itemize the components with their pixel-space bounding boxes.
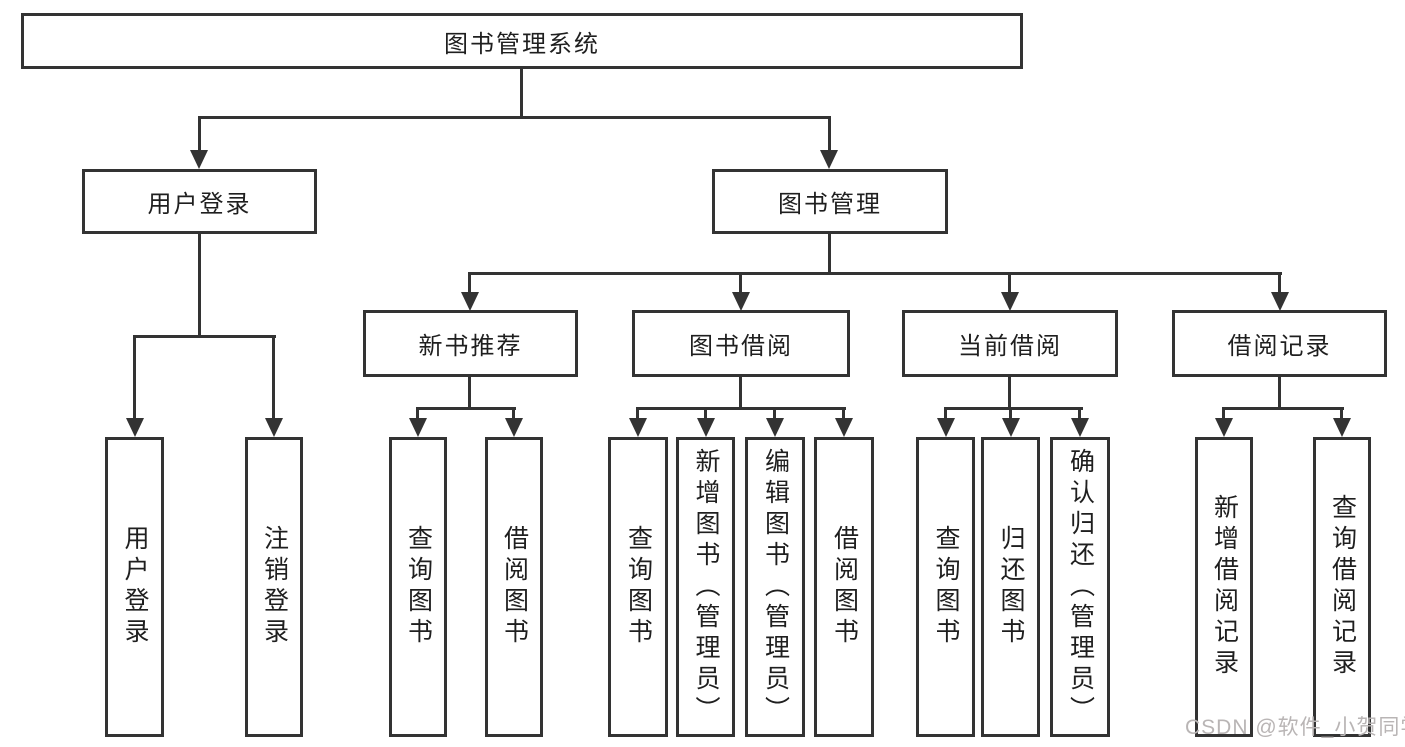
node-bb-query-book-label: 查询图书 xyxy=(624,525,653,649)
node-cb-query-book-label: 查询图书 xyxy=(932,525,960,649)
node-br-query-record: 查询借阅记录 xyxy=(1313,437,1371,737)
connector-line xyxy=(468,272,1282,275)
arrow-down-icon xyxy=(409,418,427,437)
node-book-management: 图书管理 xyxy=(712,169,948,234)
arrow-down-icon xyxy=(732,292,750,311)
connector-line xyxy=(1278,272,1281,294)
node-br-query-record-label: 查询借阅记录 xyxy=(1328,494,1357,680)
node-cb-return-book: 归还图书 xyxy=(981,437,1040,737)
node-current-borrowing-label: 当前借阅 xyxy=(958,333,1062,360)
connector-line xyxy=(468,377,471,410)
node-bb-borrow-book-label: 借阅图书 xyxy=(830,525,859,649)
node-root: 图书管理系统 xyxy=(21,13,1023,69)
node-logout-label: 注销登录 xyxy=(260,525,289,649)
arrow-down-icon xyxy=(1001,292,1019,311)
arrow-down-icon xyxy=(820,150,838,169)
node-bb-edit-book: 编辑图书（管理员） xyxy=(745,437,805,737)
connector-line xyxy=(1008,272,1011,294)
node-borrow-records-label: 借阅记录 xyxy=(1227,333,1332,360)
node-cb-query-book: 查询图书 xyxy=(916,437,975,737)
connector-line xyxy=(1222,407,1344,410)
node-cb-return-book-label: 归还图书 xyxy=(997,525,1025,649)
node-user-login-group-label: 用户登录 xyxy=(147,191,252,218)
arrow-down-icon xyxy=(937,418,955,437)
arrow-down-icon xyxy=(1333,418,1351,437)
connector-line xyxy=(512,407,515,421)
node-nbr-query-book: 查询图书 xyxy=(389,437,447,737)
node-bb-edit-book-label: 编辑图书（管理员） xyxy=(761,447,790,727)
connector-line xyxy=(198,116,201,152)
arrow-down-icon xyxy=(766,418,784,437)
node-cb-confirm-return-label: 确认归还（管理员） xyxy=(1066,447,1095,727)
arrow-down-icon xyxy=(461,292,479,311)
node-new-book-recommend-label: 新书推荐 xyxy=(418,333,523,360)
arrow-down-icon xyxy=(1271,292,1289,311)
node-book-borrowing: 图书借阅 xyxy=(632,310,850,377)
connector-line xyxy=(1009,407,1012,421)
connector-line xyxy=(133,335,136,419)
node-bb-add-book-label: 新增图书（管理员） xyxy=(692,447,720,727)
connector-line xyxy=(828,116,831,152)
connector-line xyxy=(1340,407,1343,421)
arrow-down-icon xyxy=(835,418,853,437)
node-book-borrowing-label: 图书借阅 xyxy=(689,333,793,360)
watermark: CSDN @软件_小贺同学 xyxy=(1185,716,1405,739)
node-br-add-record: 新增借阅记录 xyxy=(1195,437,1253,737)
connector-line xyxy=(198,116,831,119)
node-user-login: 用户登录 xyxy=(105,437,164,737)
node-borrow-records: 借阅记录 xyxy=(1172,310,1387,377)
node-nbr-borrow-book: 借阅图书 xyxy=(485,437,543,737)
arrow-down-icon xyxy=(126,418,144,437)
node-bb-query-book: 查询图书 xyxy=(608,437,668,737)
connector-line xyxy=(636,407,846,410)
node-bb-borrow-book: 借阅图书 xyxy=(814,437,874,737)
node-br-add-record-label: 新增借阅记录 xyxy=(1210,494,1239,680)
node-root-label: 图书管理系统 xyxy=(444,30,600,58)
node-nbr-borrow-book-label: 借阅图书 xyxy=(500,525,529,649)
connector-line xyxy=(416,407,419,421)
node-nbr-query-book-label: 查询图书 xyxy=(404,525,433,649)
node-cb-confirm-return: 确认归还（管理员） xyxy=(1050,437,1110,737)
arrow-down-icon xyxy=(1215,418,1233,437)
node-bb-add-book: 新增图书（管理员） xyxy=(676,437,735,737)
connector-line xyxy=(944,407,947,421)
connector-line xyxy=(468,272,471,294)
connector-line xyxy=(1078,407,1081,421)
arrow-down-icon xyxy=(629,418,647,437)
arrow-down-icon xyxy=(697,418,715,437)
node-new-book-recommend: 新书推荐 xyxy=(363,310,578,377)
connector-line xyxy=(133,335,276,338)
connector-line xyxy=(739,272,742,294)
connector-line xyxy=(1008,377,1011,410)
connector-line xyxy=(1222,407,1225,421)
connector-line xyxy=(272,335,275,419)
node-logout: 注销登录 xyxy=(245,437,303,737)
arrow-down-icon xyxy=(505,418,523,437)
connector-line xyxy=(773,407,776,421)
node-user-login-label: 用户登录 xyxy=(121,525,149,649)
connector-line xyxy=(636,407,639,421)
connector-line xyxy=(198,234,201,338)
node-current-borrowing: 当前借阅 xyxy=(902,310,1118,377)
arrow-down-icon xyxy=(190,150,208,169)
connector-line xyxy=(704,407,707,421)
node-book-management-label: 图书管理 xyxy=(778,191,882,218)
connector-line xyxy=(842,407,845,421)
node-user-login-group: 用户登录 xyxy=(82,169,317,234)
connector-line xyxy=(416,407,516,410)
arrow-down-icon xyxy=(1002,418,1020,437)
arrow-down-icon xyxy=(265,418,283,437)
arrow-down-icon xyxy=(1071,418,1089,437)
connector-line xyxy=(828,233,831,275)
connector-line xyxy=(944,407,1083,410)
connector-line xyxy=(520,68,523,116)
connector-line xyxy=(739,377,742,410)
connector-line xyxy=(1278,377,1281,410)
